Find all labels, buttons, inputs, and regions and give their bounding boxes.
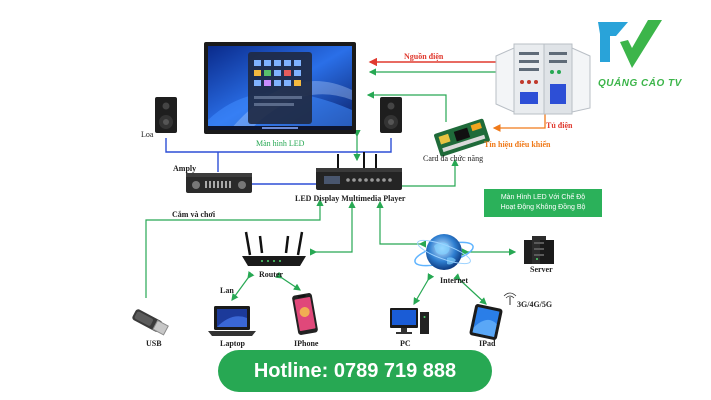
iphone-icon — [292, 293, 318, 335]
server-label: Server — [530, 265, 553, 274]
note-line-1: Màn Hình LED Với Chế Độ — [500, 194, 586, 201]
card-screen-line — [366, 91, 447, 122]
speaker-left-icon — [155, 97, 177, 133]
pc-label: PC — [400, 339, 411, 348]
multi-card-label: Card đa chức năng — [423, 154, 484, 163]
player-card-line — [402, 158, 459, 187]
server-icon — [524, 236, 554, 264]
router-player-line — [310, 200, 356, 256]
laptop-icon — [208, 306, 256, 336]
router-label: Router — [259, 270, 283, 279]
speaker-label: Loa — [141, 130, 154, 139]
router-icon — [242, 231, 306, 266]
electric-cabinet-icon — [495, 43, 591, 115]
internet-player-line — [376, 200, 426, 248]
control-signal-label: Tín hiệu điều khiển — [484, 140, 551, 149]
internet-ipad-line — [453, 273, 487, 305]
multi-function-card-icon — [434, 118, 490, 157]
hotline-button[interactable]: Hotline: 0789 719 888 — [218, 350, 492, 392]
ipad-label: IPad — [479, 339, 496, 348]
player-label: LED Display Multimedia Player — [295, 194, 406, 203]
note-line-2: Hoạt Động Không Đồng Bộ — [500, 204, 586, 211]
pc-icon — [390, 308, 429, 334]
ipad-icon — [469, 303, 503, 341]
router-iphone-line — [275, 271, 301, 291]
cabinet-label: Tủ điện — [546, 121, 573, 130]
laptop-label: Laptop — [220, 339, 245, 348]
async-mode-note: Màn Hình LED Với Chế Độ Hoạt Động Không … — [484, 189, 602, 217]
power-label: Nguồn điện — [404, 52, 444, 61]
led-screen-icon — [204, 42, 356, 134]
brand-name: QUẢNG CÁO TV — [598, 78, 682, 89]
led-screen-label: Màn hình LED — [256, 139, 305, 148]
iphone-label: IPhone — [294, 339, 319, 348]
connections — [145, 57, 546, 306]
internet-globe-icon — [414, 234, 474, 270]
amply-label: Amply — [173, 164, 197, 173]
amply-icon — [186, 173, 252, 193]
lan-label: Lan — [220, 286, 234, 295]
usb-icon — [132, 309, 169, 336]
mobile-label: 3G/4G/5G — [517, 300, 553, 309]
control-signal-line — [492, 112, 546, 132]
plug-play-label: Cắm và chơi — [172, 210, 216, 219]
internet-label: Internet — [440, 276, 468, 285]
brand-logo — [598, 20, 662, 68]
internet-pc-line — [413, 273, 435, 306]
speaker-bus — [165, 138, 392, 153]
multimedia-player-icon — [316, 152, 402, 190]
usb-label: USB — [146, 339, 162, 348]
speaker-right-icon — [380, 97, 402, 133]
antenna-icon — [503, 292, 517, 305]
router-laptop-line — [231, 271, 255, 301]
